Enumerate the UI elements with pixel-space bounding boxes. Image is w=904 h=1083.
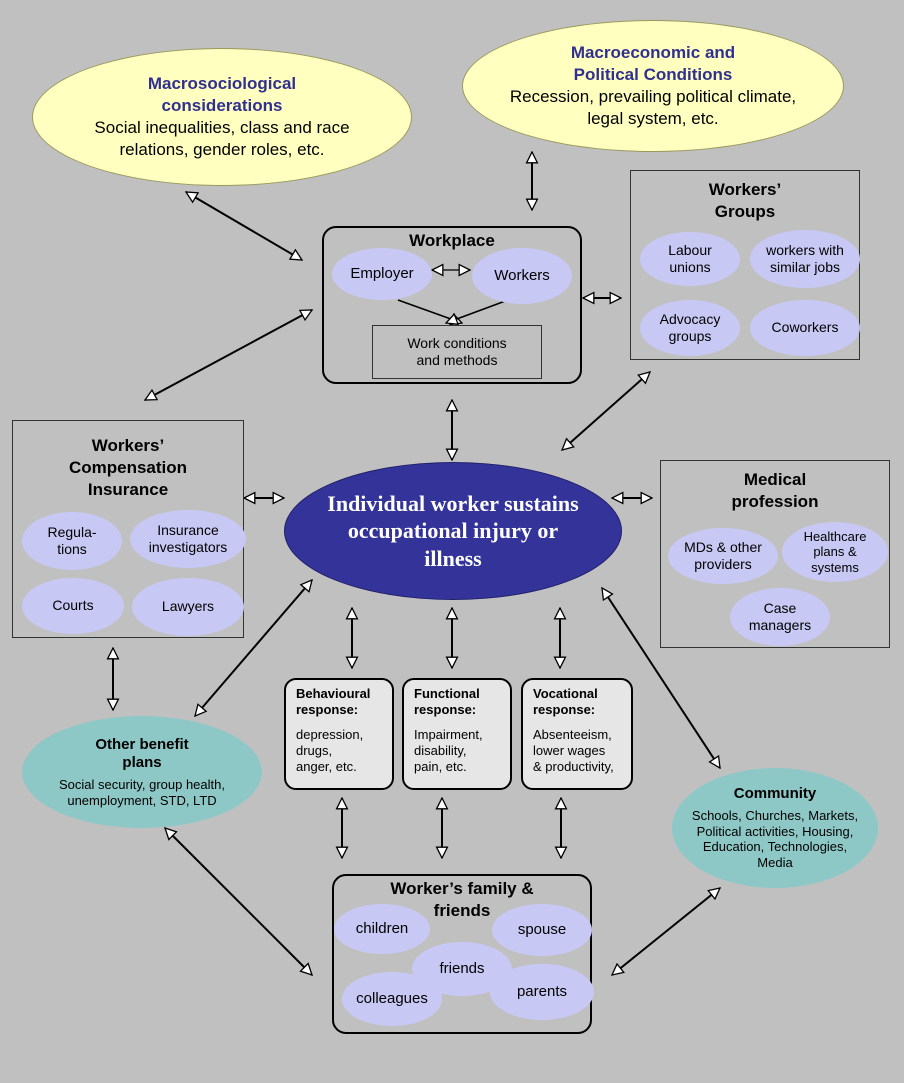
spouse-ellipse: spouse <box>492 904 592 956</box>
other-benefit-title: Other benefit plans <box>95 735 189 772</box>
workers-groups-box: Workers’ Groups <box>630 170 860 360</box>
community-title: Community <box>733 785 817 803</box>
macroeconomic-title: Macroeconomic and Political Conditions <box>570 42 736 84</box>
mds-providers-ellipse: MDs & other providers <box>668 528 778 584</box>
functional-response-title: Functional response: <box>414 686 480 718</box>
vocational-response-title: Vocational response: <box>533 686 598 718</box>
colleagues-ellipse: colleagues <box>342 972 442 1026</box>
employer-ellipse: Employer <box>332 248 432 300</box>
parents-ellipse: parents <box>490 964 594 1020</box>
case-managers-label: Case managers <box>748 599 812 634</box>
family-box: Worker’s family & friends <box>332 874 592 1034</box>
courts-label: Courts <box>52 597 94 614</box>
macrosociological-ellipse: Macrosociological considerations Social … <box>32 48 412 186</box>
lawyers-label: Lawyers <box>161 598 215 615</box>
vocational-response-box: Vocational response: Absenteeism, lower … <box>521 678 633 790</box>
functional-response-body: Impairment, disability, pain, etc. <box>414 726 483 775</box>
other-benefit-ellipse: Other benefit plans Social security, gro… <box>22 716 262 828</box>
regulations-ellipse: Regula- tions <box>22 512 122 570</box>
healthcare-plans-ellipse: Healthcare plans & systems <box>782 522 888 582</box>
lawyers-ellipse: Lawyers <box>132 578 244 636</box>
medical-box: Medical profession <box>660 460 890 648</box>
coworkers-ellipse: Coworkers <box>750 300 860 356</box>
workers-label: Workers <box>494 266 550 284</box>
functional-response-box: Functional response: Impairment, disabil… <box>402 678 512 790</box>
compensation-title: Workers’ Compensation Insurance <box>68 436 188 500</box>
investigators-label: Insurance investigators <box>148 521 228 556</box>
central-ellipse: Individual worker sustains occupational … <box>284 462 622 600</box>
coworkers-label: Coworkers <box>771 319 839 336</box>
vocational-response-body: Absenteeism, lower wages & productivity, <box>533 726 614 775</box>
community-text: Schools, Churches, Markets, Political ac… <box>691 808 859 870</box>
work-conditions-box: Work conditions and methods <box>372 325 542 379</box>
behavioural-response-body: depression, drugs, anger, etc. <box>296 726 364 775</box>
other-benefit-text: Social security, group health, unemploym… <box>59 777 225 808</box>
arrow-central-community <box>601 588 721 768</box>
arrow-groups-central <box>562 372 650 450</box>
children-ellipse: children <box>334 904 430 954</box>
employer-label: Employer <box>350 264 414 282</box>
macrosociological-title: Macrosociological considerations <box>147 73 297 115</box>
macroeconomic-text: Recession, prevailing political climate,… <box>509 87 797 129</box>
spouse-label: spouse <box>517 920 567 938</box>
similar-jobs-label: workers with similar jobs <box>766 241 844 276</box>
healthcare-plans-label: Healthcare plans & systems <box>803 528 867 575</box>
family-title: Worker’s family & friends <box>390 879 534 921</box>
medical-title: Medical profession <box>731 470 819 512</box>
colleagues-label: colleagues <box>356 989 428 1007</box>
macroeconomic-ellipse: Macroeconomic and Political Conditions R… <box>462 20 844 152</box>
arrow-workplace-compensation <box>145 309 312 401</box>
friends-label: friends <box>439 959 485 977</box>
workers-groups-title: Workers’ Groups <box>708 180 782 222</box>
courts-ellipse: Courts <box>22 578 124 634</box>
work-conditions-label: Work conditions and methods <box>407 334 507 369</box>
investigators-ellipse: Insurance investigators <box>130 510 246 568</box>
central-text: Individual worker sustains occupational … <box>327 490 579 571</box>
labour-unions-ellipse: Labour unions <box>640 232 740 286</box>
arrow-community-family <box>612 888 720 975</box>
parents-label: parents <box>516 982 568 1000</box>
children-label: children <box>355 919 409 937</box>
arrow-otherbenefit-central <box>195 580 312 716</box>
community-ellipse: Community Schools, Churches, Markets, Po… <box>672 768 878 888</box>
macrosociological-text: Social inequalities, class and race rela… <box>94 118 350 160</box>
workplace-box: Workplace <box>322 226 582 384</box>
advocacy-groups-label: Advocacy groups <box>659 310 721 345</box>
labour-unions-label: Labour unions <box>668 241 712 276</box>
compensation-box: Workers’ Compensation Insurance <box>12 420 244 638</box>
arrow-macrosocio-workplace <box>186 191 302 261</box>
similar-jobs-ellipse: workers with similar jobs <box>750 230 860 288</box>
advocacy-groups-ellipse: Advocacy groups <box>640 300 740 356</box>
regulations-label: Regula- tions <box>47 523 97 558</box>
workplace-title: Workplace <box>409 231 495 250</box>
case-managers-ellipse: Case managers <box>730 588 830 646</box>
behavioural-response-box: Behavioural response: depression, drugs,… <box>284 678 394 790</box>
arrow-workers-conditions <box>446 299 509 323</box>
arrow-otherbenefit-family <box>165 828 312 975</box>
workers-ellipse: Workers <box>472 248 572 304</box>
mds-providers-label: MDs & other providers <box>684 538 762 573</box>
behavioural-response-title: Behavioural response: <box>296 686 371 718</box>
